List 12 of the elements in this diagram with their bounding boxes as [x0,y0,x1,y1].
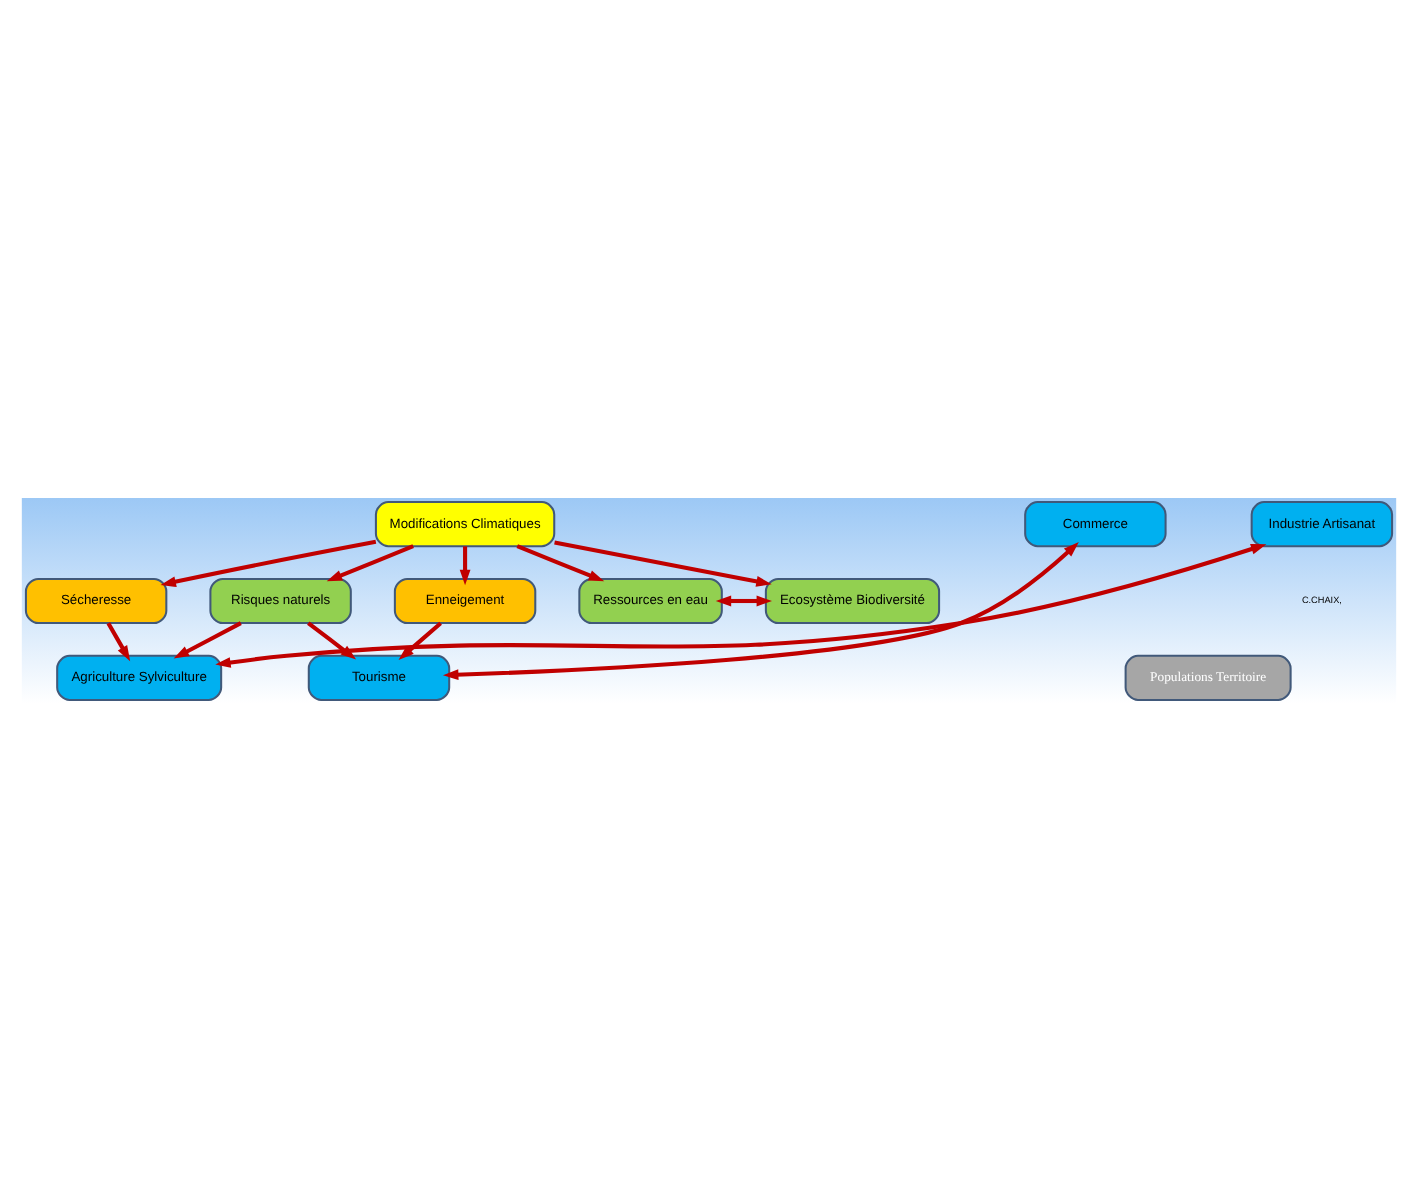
arrow [458,546,470,586]
arrow [714,595,772,607]
arrow [397,621,441,660]
arrow [325,544,413,582]
arrow [172,621,241,659]
arrow [306,621,356,660]
arrow [159,539,376,587]
arrow [442,542,1078,681]
arrow [553,540,771,587]
arrow [515,544,604,582]
arrow [105,622,130,662]
arrow [214,543,1266,668]
